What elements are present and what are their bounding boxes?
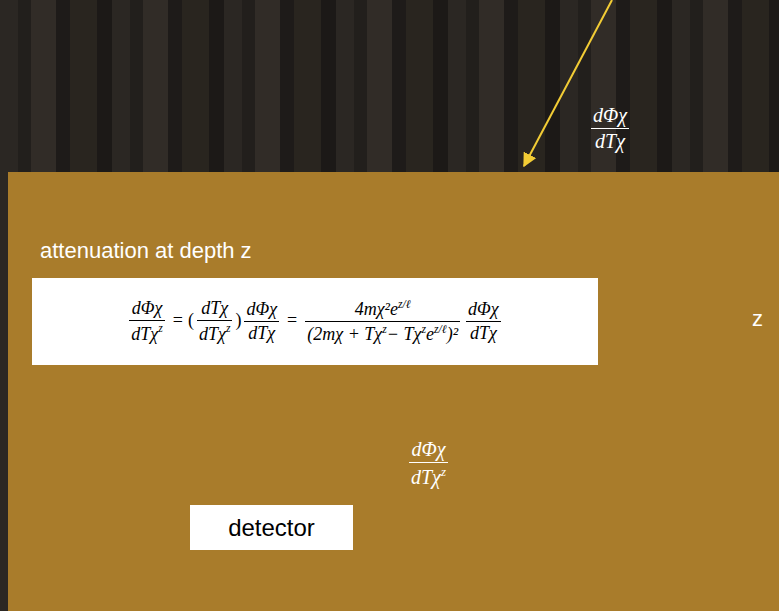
formula-term: − Tχ xyxy=(387,324,422,344)
formula-term: e xyxy=(426,324,434,344)
fraction: dΦχ dTχz xyxy=(409,438,448,489)
formula-term: = xyxy=(287,310,297,330)
formula-term: ( xyxy=(188,310,194,330)
superscript: z xyxy=(441,464,446,479)
detector-box: detector xyxy=(190,505,353,550)
formula-term: = xyxy=(173,310,183,330)
fraction: dΦχ dTχ xyxy=(466,299,501,344)
superscript: z/ℓ xyxy=(434,323,447,336)
formula-term: 4mχ²e xyxy=(355,299,398,319)
fraction: dΦχ dTχz xyxy=(129,298,165,344)
formula-term: dTχ xyxy=(595,130,625,152)
formula-term: dΦχ xyxy=(593,104,627,126)
formula-term: )² xyxy=(447,324,458,344)
depth-label: z xyxy=(752,306,763,332)
fraction: 4mχ²ez/ℓ(2mχ + Tχz− Tχzez/ℓ)² xyxy=(305,298,460,345)
numerator: dΦχ xyxy=(244,299,279,322)
formula-term: dTχ xyxy=(470,323,497,343)
depth-symbol: z xyxy=(752,306,763,331)
denominator: dTχ xyxy=(466,322,501,344)
formula-term: dΦχ xyxy=(468,299,499,319)
denominator: dTχz xyxy=(409,463,448,489)
numerator: dΦχ xyxy=(409,438,448,463)
formula-box: dΦχdTχz=(dTχdTχz)dΦχdTχ=4mχ²ez/ℓ(2mχ + T… xyxy=(32,278,598,365)
flux-label-depth: dΦχ dTχz xyxy=(406,438,451,489)
fraction: dΦχ dTχ xyxy=(244,299,279,344)
formula-term: ) xyxy=(235,310,241,330)
superscript: z xyxy=(421,323,426,336)
numerator: dΦχ xyxy=(591,104,629,129)
formula-term: dTχ xyxy=(201,298,228,318)
superscript: z xyxy=(382,323,387,336)
denominator: dTχ xyxy=(591,129,629,153)
superscript: z/ℓ xyxy=(398,298,411,311)
numerator: 4mχ²ez/ℓ xyxy=(305,298,460,322)
formula-term: dTχ xyxy=(411,466,441,488)
numerator: dΦχ xyxy=(129,298,165,321)
flux-label: dΦχ dTχ xyxy=(588,104,632,153)
numerator: dTχ xyxy=(197,298,233,321)
formula-term: dΦχ xyxy=(411,438,445,460)
region-heading: attenuation at depth z xyxy=(40,238,252,264)
formula-term: dΦχ xyxy=(132,298,163,318)
denominator: dTχz xyxy=(197,321,233,344)
fraction: dΦχ dTχ xyxy=(591,104,629,153)
denominator: dTχz xyxy=(129,321,165,344)
superscript: z xyxy=(226,322,231,335)
superscript: z xyxy=(158,322,163,335)
formula-term: dΦχ xyxy=(246,299,277,319)
formula-term: dTχ xyxy=(199,324,226,344)
detector-label: detector xyxy=(228,514,315,542)
earth-band: dΦχdTχz=(dTχdTχz)dΦχdTχ=4mχ²ez/ℓ(2mχ + T… xyxy=(8,172,779,611)
formula-term: (2mχ + Tχ xyxy=(307,324,382,344)
formula-term: dTχ xyxy=(131,324,158,344)
denominator: (2mχ + Tχz− Tχzez/ℓ)² xyxy=(305,322,460,345)
formula-term: dTχ xyxy=(248,323,275,343)
denominator: dTχ xyxy=(244,322,279,344)
fraction: dTχdTχz xyxy=(197,298,233,344)
formula: dΦχdTχz=(dTχdTχz)dΦχdTχ=4mχ²ez/ℓ(2mχ + T… xyxy=(126,298,503,345)
numerator: dΦχ xyxy=(466,299,501,322)
